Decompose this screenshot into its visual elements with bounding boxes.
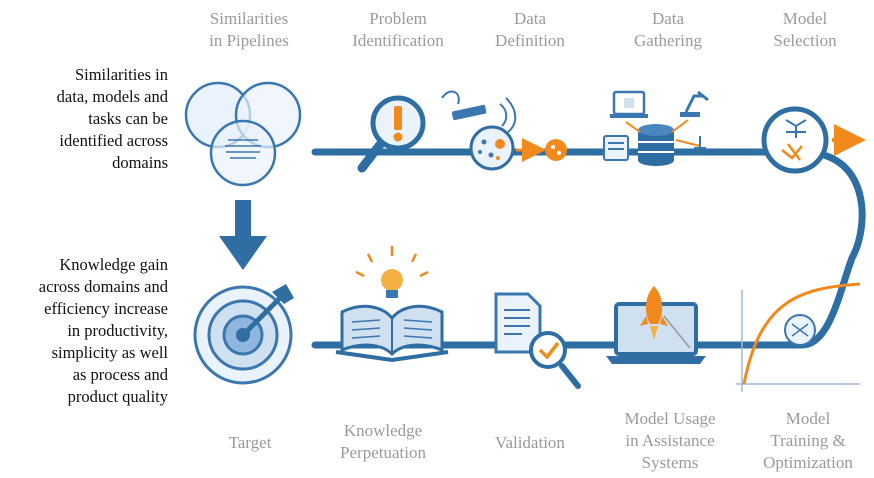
stage-label-target: Target [228, 433, 272, 452]
side-text-knowledge-gain: Knowledge gain across domains and effici… [38, 255, 168, 406]
stage-label-validation: Validation [495, 433, 565, 452]
model-selection-icon [761, 106, 866, 174]
laptop-rocket-icon [606, 286, 706, 364]
document-check-icon [494, 292, 581, 389]
venn-diagram-icon [184, 81, 302, 187]
magnifier-exclamation-icon [357, 95, 426, 173]
pipeline-path [311, 148, 866, 349]
data-gathering-icon [603, 90, 709, 166]
stage-label-similarities: Similarities in Pipelines [209, 9, 289, 50]
training-curve-icon [736, 282, 861, 392]
data-definition-icon [441, 90, 567, 171]
down-arrow-icon [219, 200, 267, 270]
stage-label-model-training: Model Training & Optimization [763, 409, 853, 472]
side-text-similarities: Similarities in data, models and tasks c… [56, 65, 168, 172]
stage-label-model-usage: Model Usage in Assistance Systems [624, 409, 716, 472]
open-book-bulb-icon [335, 246, 449, 363]
stage-label-model-selection: Model Selection [773, 9, 837, 50]
stage-label-knowledge-perpetuation: Knowledge Perpetuation [340, 421, 426, 462]
stage-label-data-definition: Data Definition [495, 9, 565, 50]
target-dart-icon [193, 284, 294, 385]
stage-label-problem-identification: Problem Identification [352, 9, 444, 50]
stage-label-data-gathering: Data Gathering [634, 9, 702, 50]
